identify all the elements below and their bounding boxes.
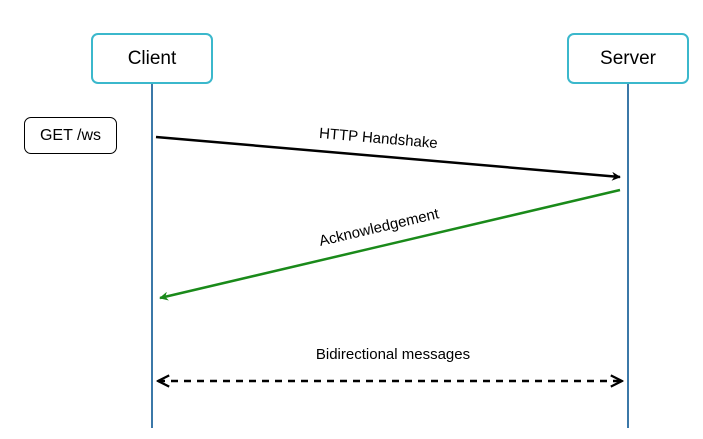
server-label: Server (600, 47, 656, 69)
client-participant: Client (91, 33, 213, 84)
client-label: Client (127, 47, 177, 69)
server-participant: Server (567, 33, 689, 84)
handshake-label: HTTP Handshake (318, 125, 438, 152)
acknowledgement-label: Acknowledgement (317, 205, 441, 250)
bidirectional-label: Bidirectional messages (316, 346, 470, 363)
handshake-arrow (155, 135, 621, 181)
request-note: GET /ws (24, 117, 117, 154)
acknowledgement-arrow (159, 188, 621, 301)
request-note-label: GET /ws (39, 126, 102, 144)
